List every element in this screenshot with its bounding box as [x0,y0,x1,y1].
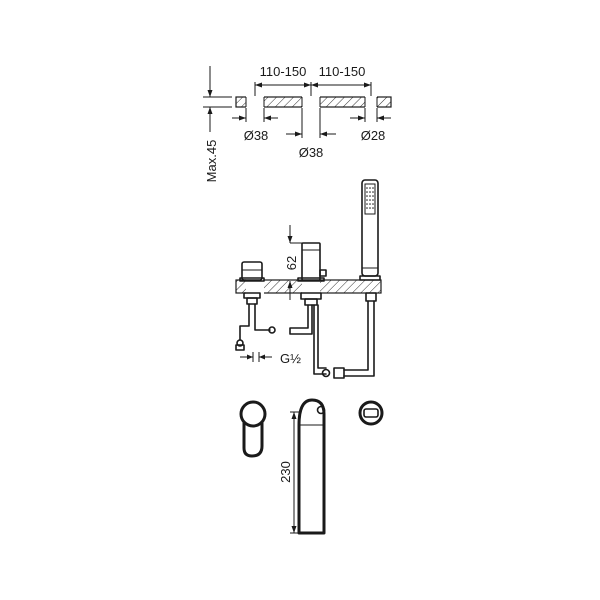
spout-body [289,242,331,378]
shower-holder-top-view [358,400,384,426]
mixer-body [235,261,276,351]
spout-height-dimension: 62 [284,225,302,300]
spacing-dimension: 110-150 110-150 [254,64,372,96]
hand-shower [333,179,381,379]
spout-length-label: 230 [278,461,293,483]
spout-height-label: 62 [284,256,299,270]
hole-left-label: Ø38 [244,128,269,143]
spout-top-view [297,398,326,535]
spacing-right-label: 110-150 [319,64,366,79]
top-view: 230 [239,398,384,535]
deck-thickness-dimension: Max.45 [203,66,232,182]
deck-plan-view: 110-150 110-150 Ø38 Ø38 Ø28 [203,64,392,182]
lever-handle [239,400,267,458]
hole-diameter-markers: Ø38 Ø38 Ø28 [232,108,391,160]
hole-center-label: Ø38 [299,145,324,160]
deck-section-top [235,96,392,108]
max-thickness-label: Max.45 [204,140,219,183]
connection-label: G½ [280,351,301,366]
hole-right-label: Ø28 [361,128,386,143]
connection-dimension: G½ [240,351,301,366]
side-elevation-view: G½ 62 [235,179,382,379]
spout-length-dimension: 230 [278,411,300,534]
spacing-left-label: 110-150 [260,64,307,79]
